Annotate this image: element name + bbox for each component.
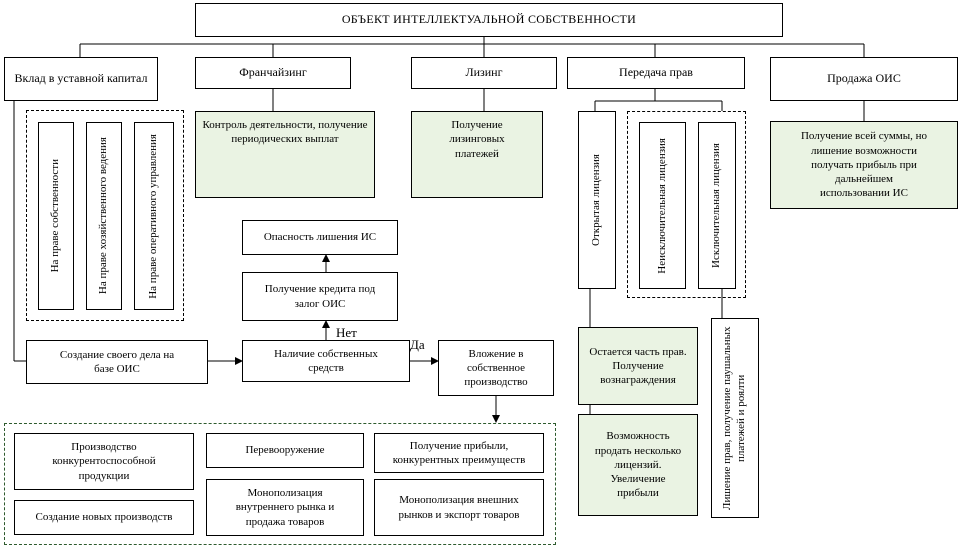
open-license-label: Открытая лицензия [590,154,603,246]
exclusive-license-label: Исключительная лицензия [710,143,723,268]
licenses-group [627,111,746,298]
right-economic-management: На праве хозяйственного ведения [86,122,122,310]
outcome-reequipment: Перевооружение [206,433,364,468]
exclusive-license-note: Лишение прав, получение паушальных плате… [711,318,759,518]
page-title: ОБЪЕКТ ИНТЕЛЛЕКТУАЛЬНОЙ СОБСТВЕННОСТИ [195,3,783,37]
nonexclusive-license-label: Неисключительная лицензия [655,137,668,274]
own-funds-box: Наличие собственных средств [242,340,410,382]
outcome-profit-advantages: Получение прибыли, конкурентных преимуще… [374,433,544,473]
branch-ip-sale: Продажа ОИС [770,57,958,101]
branch-leasing: Лизинг [411,57,557,89]
outcome-new-productions: Создание новых производств [14,500,194,535]
right-operational-management: На праве оперативного управления [134,122,174,310]
branch-charter-capital: Вклад в уставной капитал [4,57,158,101]
right-ownership: На праве собственности [38,122,74,310]
open-license-note-2: Возможность продать несколько лицензий. … [578,414,698,516]
outcome-foreign-markets-export: Монополизация внешних рынков и экспорт т… [374,479,544,536]
franchise-note: Контроль деятельности, получение периоди… [195,111,375,198]
branch-rights-transfer: Передача прав [567,57,745,89]
outcomes-group [4,423,556,545]
own-business-box: Создание своего дела на базе ОИС [26,340,208,384]
exclusive-license: Исключительная лицензия [698,122,736,289]
investment-box: Вложение в собственное производство [438,340,554,396]
charter-rights-group [26,110,184,321]
leasing-note: Получение лизинговых платежей [411,111,543,198]
branch-franchising: Франчайзинг [195,57,351,89]
open-license: Открытая лицензия [578,111,616,289]
answer-yes-label: Да [410,337,425,352]
right-ownership-label: На праве собственности [49,159,62,273]
nonexclusive-license: Неисключительная лицензия [639,122,686,289]
credit-box: Получение кредита под залог ОИС [242,272,398,321]
right-economic-management-label: На праве хозяйственного ведения [97,137,110,295]
open-license-note-1: Остается часть прав. Получение вознаграж… [578,327,698,405]
exclusive-license-note-label: Лишение прав, получение паушальных плате… [721,326,747,510]
right-operational-management-label: На праве оперативного управления [147,133,160,299]
risk-box: Опасность лишения ИС [242,220,398,255]
outcome-domestic-monopoly: Монополизация внутреннего рынка и продаж… [206,479,364,536]
sale-note: Получение всей суммы, но лишение возможн… [770,121,958,209]
outcome-competitive-products: Производство конкурентоспособной продукц… [14,433,194,490]
answer-no-label: Нет [336,325,357,340]
